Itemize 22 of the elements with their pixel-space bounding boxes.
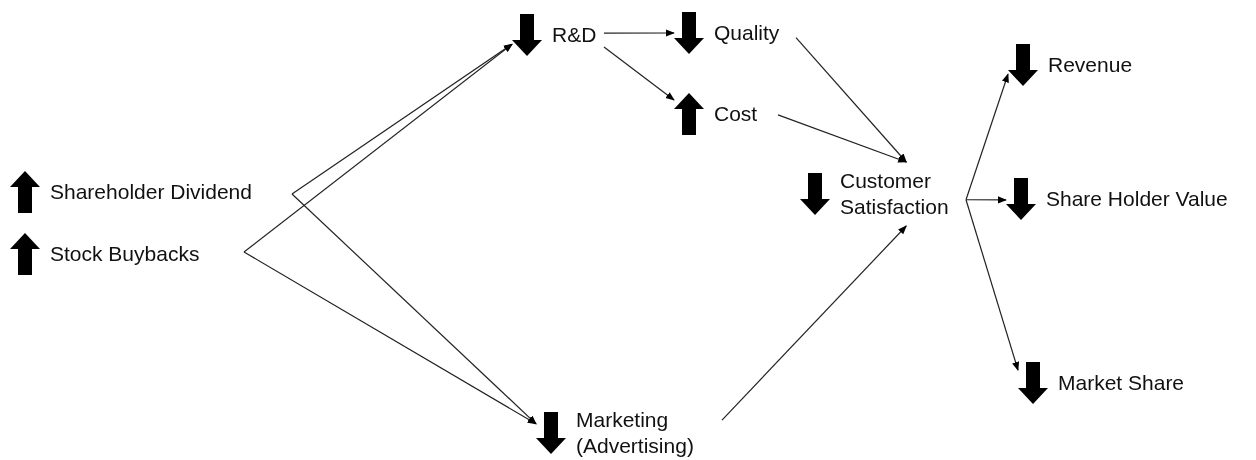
arrow <box>243 251 537 425</box>
arrow <box>721 225 907 421</box>
arrow <box>965 196 1007 204</box>
arrow <box>965 199 1020 371</box>
arrow <box>795 37 907 163</box>
arrow <box>243 43 513 253</box>
node-label: Quality <box>714 19 780 46</box>
node-label: Marketing (Advertising) <box>576 406 695 459</box>
node-label: Cost <box>714 100 758 127</box>
arrow <box>291 43 513 195</box>
node-label: Shareholder Dividend <box>50 178 252 205</box>
node-label: Stock Buybacks <box>50 240 200 267</box>
node-label: Share Holder Value <box>1046 185 1228 212</box>
arrow <box>291 193 537 425</box>
arrow <box>603 29 675 37</box>
arrow <box>603 46 675 101</box>
arrow <box>965 73 1009 201</box>
arrow <box>777 114 908 163</box>
node-label: Market Share <box>1058 369 1185 396</box>
node-label: Customer Satisfaction <box>840 167 950 220</box>
node-label: Revenue <box>1048 51 1133 78</box>
node-label: R&D <box>552 21 597 48</box>
